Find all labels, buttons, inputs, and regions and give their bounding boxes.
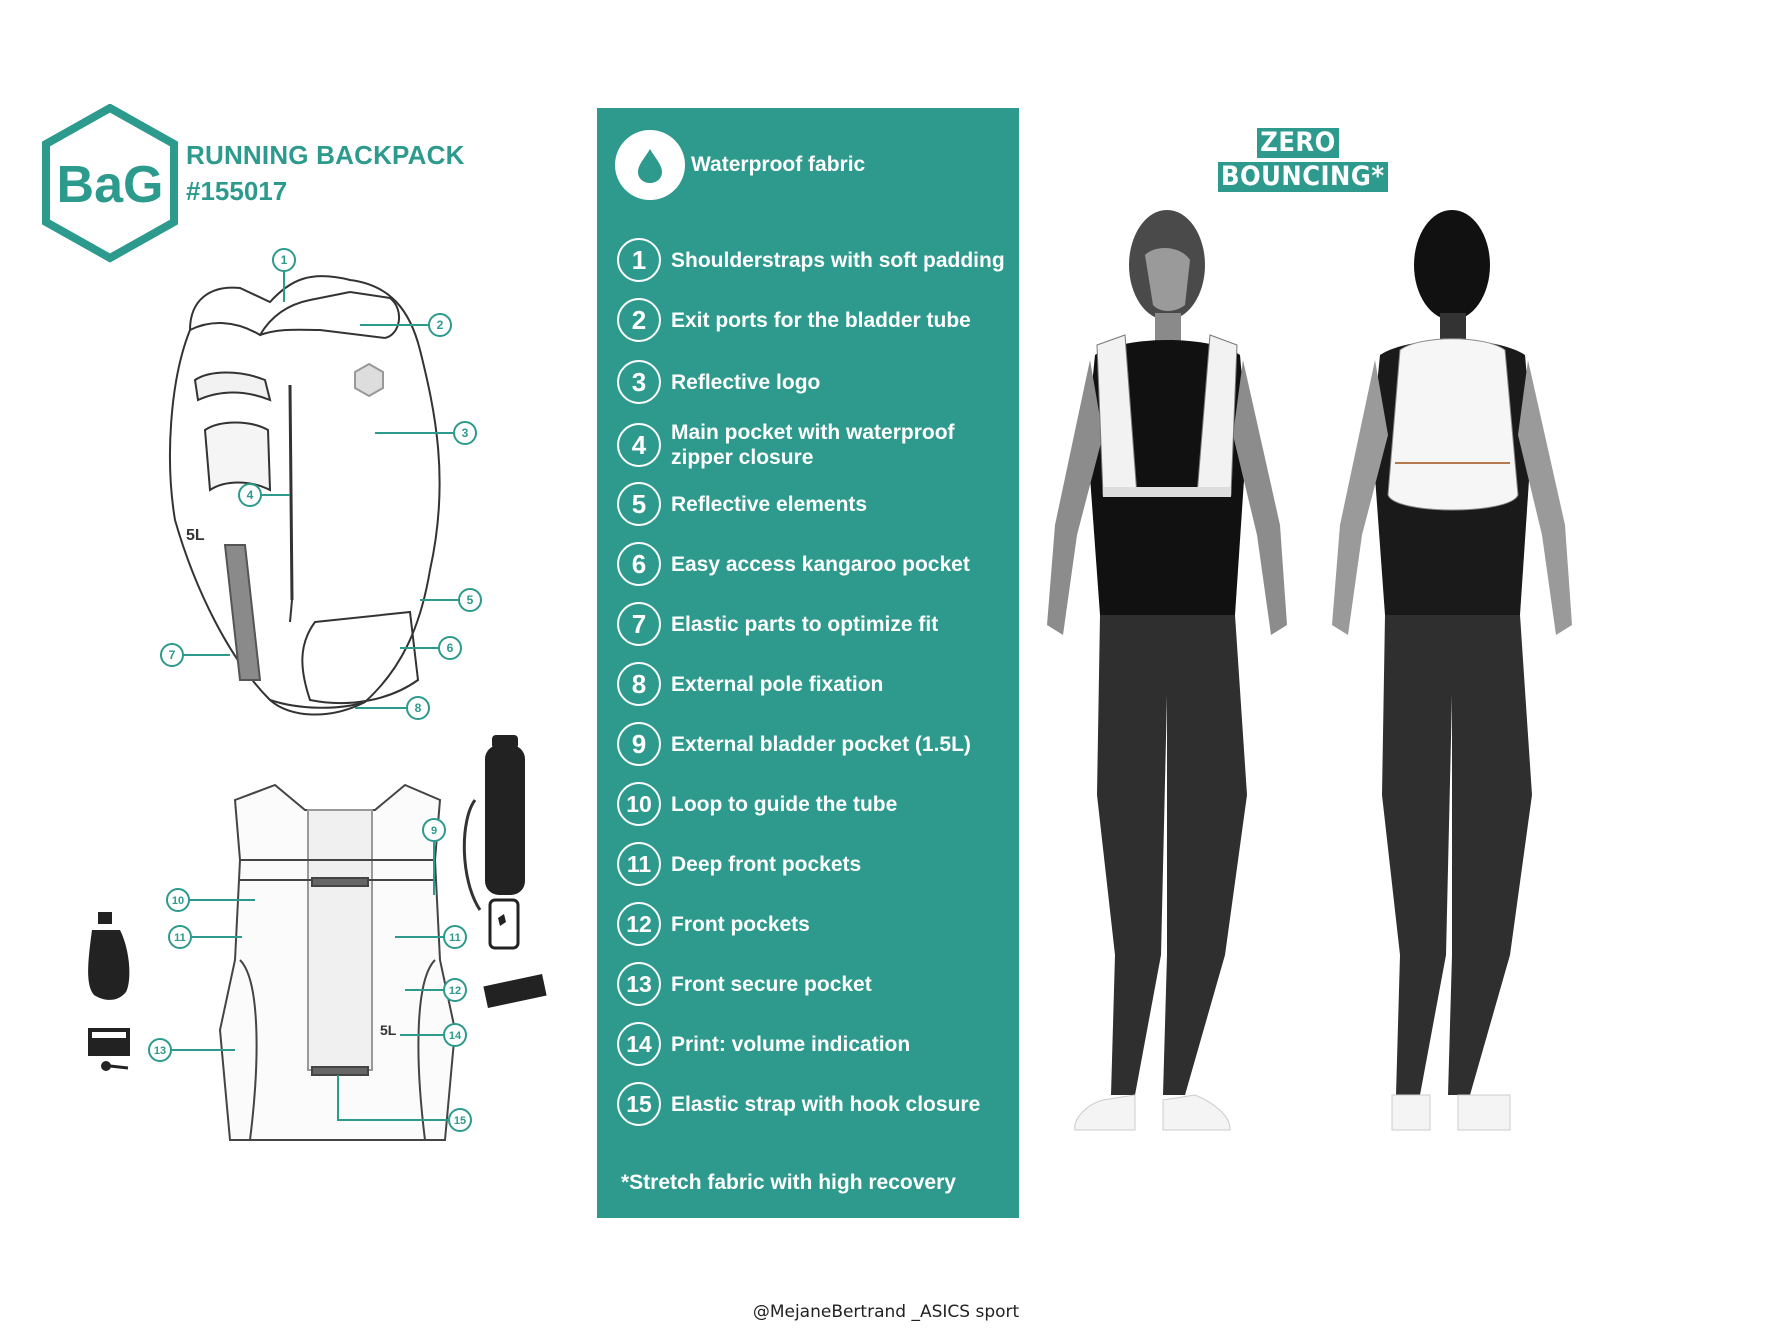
svg-text:14: 14 [449,1030,462,1042]
zero-bouncing-line1: ZERO [1257,128,1339,158]
svg-text:8: 8 [415,701,422,715]
svg-text:12: 12 [449,985,461,997]
bag-logo-text: BaG [57,156,164,214]
brand-header: BaG RUNNING BACKPACK #155017 [38,104,508,264]
svg-text:15: 15 [454,1115,466,1127]
volume-print-back: 5L [186,527,205,544]
waterproof-label: Waterproof fabric [691,153,866,176]
phone-icon [488,898,520,950]
svg-text:4: 4 [247,488,254,502]
runner-front-figure [1047,210,1287,1131]
cards-keys-icon [88,1028,130,1071]
waterproof-row: Waterproof fabric [615,130,865,200]
svg-text:2: 2 [437,318,444,332]
svg-text:13: 13 [154,1045,166,1057]
svg-text:5: 5 [467,593,474,607]
svg-text:10: 10 [172,895,184,907]
zero-bouncing-badge: ZERO BOUNCING* [1218,128,1388,192]
zero-bouncing-line2: BOUNCING* [1218,162,1388,192]
callout-3 [453,421,477,445]
svg-text:11: 11 [174,932,186,944]
callout-4 [238,483,262,507]
flask-icon [88,912,130,1000]
svg-text:7: 7 [169,648,176,662]
bag-logo: BaG [42,104,178,263]
credit-text: @MejaneBertrand _ASICS sport [752,1302,1020,1322]
svg-text:9: 9 [431,825,437,837]
callout-7 [160,643,184,667]
product-title: RUNNING BACKPACK [186,140,465,170]
runner-back-figure [1332,210,1572,1131]
footnote: *Stretch fabric with high recovery [621,1171,956,1194]
svg-text:11: 11 [449,932,461,944]
volume-print-front: 5L [380,1022,397,1038]
backpack-back-diagram: 5L 1 2 3 4 5 6 7 8 [160,248,482,720]
svg-text:6: 6 [447,641,454,655]
svg-text:3: 3 [462,426,469,440]
callout-1 [272,248,296,272]
callout-5 [458,588,482,612]
product-reference: #155017 [186,176,288,206]
backpack-front-diagram: 5L 9 10 11 11 12 13 14 15 [88,735,547,1141]
water-drop-icon [615,130,685,200]
callout-8 [406,696,430,720]
bladder-icon [462,735,525,911]
energy-bar-icon [483,974,547,1008]
runner-figures-illustration [1047,210,1572,1131]
callout-2 [428,313,452,337]
svg-text:1: 1 [281,253,288,267]
callout-6 [438,636,462,660]
